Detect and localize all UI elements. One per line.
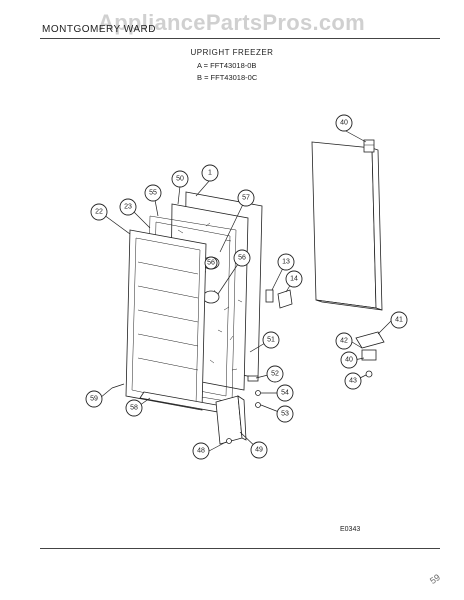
footer-rule bbox=[40, 548, 440, 549]
callout-58: 58 bbox=[130, 405, 138, 412]
callout-56: 56 bbox=[238, 255, 246, 262]
diagram-title: UPRIGHT FREEZER bbox=[190, 48, 274, 57]
watermark: AppliancePartsPros.com bbox=[98, 10, 366, 35]
callout-40-bottom: 40 bbox=[345, 357, 353, 364]
bottom-hinge-part bbox=[355, 331, 385, 378]
callout-22: 22 bbox=[95, 209, 103, 216]
outer-door-panel bbox=[311, 141, 383, 311]
pin-part bbox=[111, 383, 125, 389]
small-hardware-parts bbox=[247, 375, 261, 408]
callout-54: 54 bbox=[281, 390, 289, 397]
top-hinge-part bbox=[363, 139, 375, 153]
header-rule bbox=[40, 38, 440, 39]
callout-14: 14 bbox=[290, 276, 298, 283]
model-b: B = FFT43018-0C bbox=[197, 73, 258, 82]
callout-numbers: 40 1 50 55 23 22 57 56 56 13 14 51 52 54… bbox=[90, 120, 403, 455]
callout-51: 51 bbox=[267, 337, 275, 344]
callout-43: 43 bbox=[349, 378, 357, 385]
callout-56-inner: 56 bbox=[207, 260, 215, 267]
callout-1: 1 bbox=[208, 170, 212, 177]
callout-57: 57 bbox=[242, 195, 250, 202]
door-bin bbox=[215, 395, 247, 445]
callout-rings bbox=[85, 114, 408, 460]
callout-59: 59 bbox=[90, 396, 98, 403]
inner-door-panel bbox=[125, 229, 207, 411]
callout-48: 48 bbox=[197, 448, 205, 455]
drawing-code: E0343 bbox=[340, 526, 361, 533]
callout-52: 52 bbox=[271, 371, 279, 378]
callout-50: 50 bbox=[176, 176, 184, 183]
callout-49: 49 bbox=[255, 447, 263, 454]
door-clip-parts bbox=[265, 289, 293, 309]
callout-13: 13 bbox=[282, 259, 290, 266]
callout-41: 41 bbox=[395, 317, 403, 324]
brand-name: MONTGOMERY WARD bbox=[42, 24, 156, 35]
callout-53: 53 bbox=[281, 411, 289, 418]
callout-55: 55 bbox=[149, 190, 157, 197]
callout-23: 23 bbox=[124, 204, 132, 211]
model-a: A = FFT43018-0B bbox=[197, 61, 257, 70]
screw-part bbox=[226, 438, 232, 444]
callout-40-top: 40 bbox=[340, 120, 348, 127]
callout-42: 42 bbox=[340, 338, 348, 345]
